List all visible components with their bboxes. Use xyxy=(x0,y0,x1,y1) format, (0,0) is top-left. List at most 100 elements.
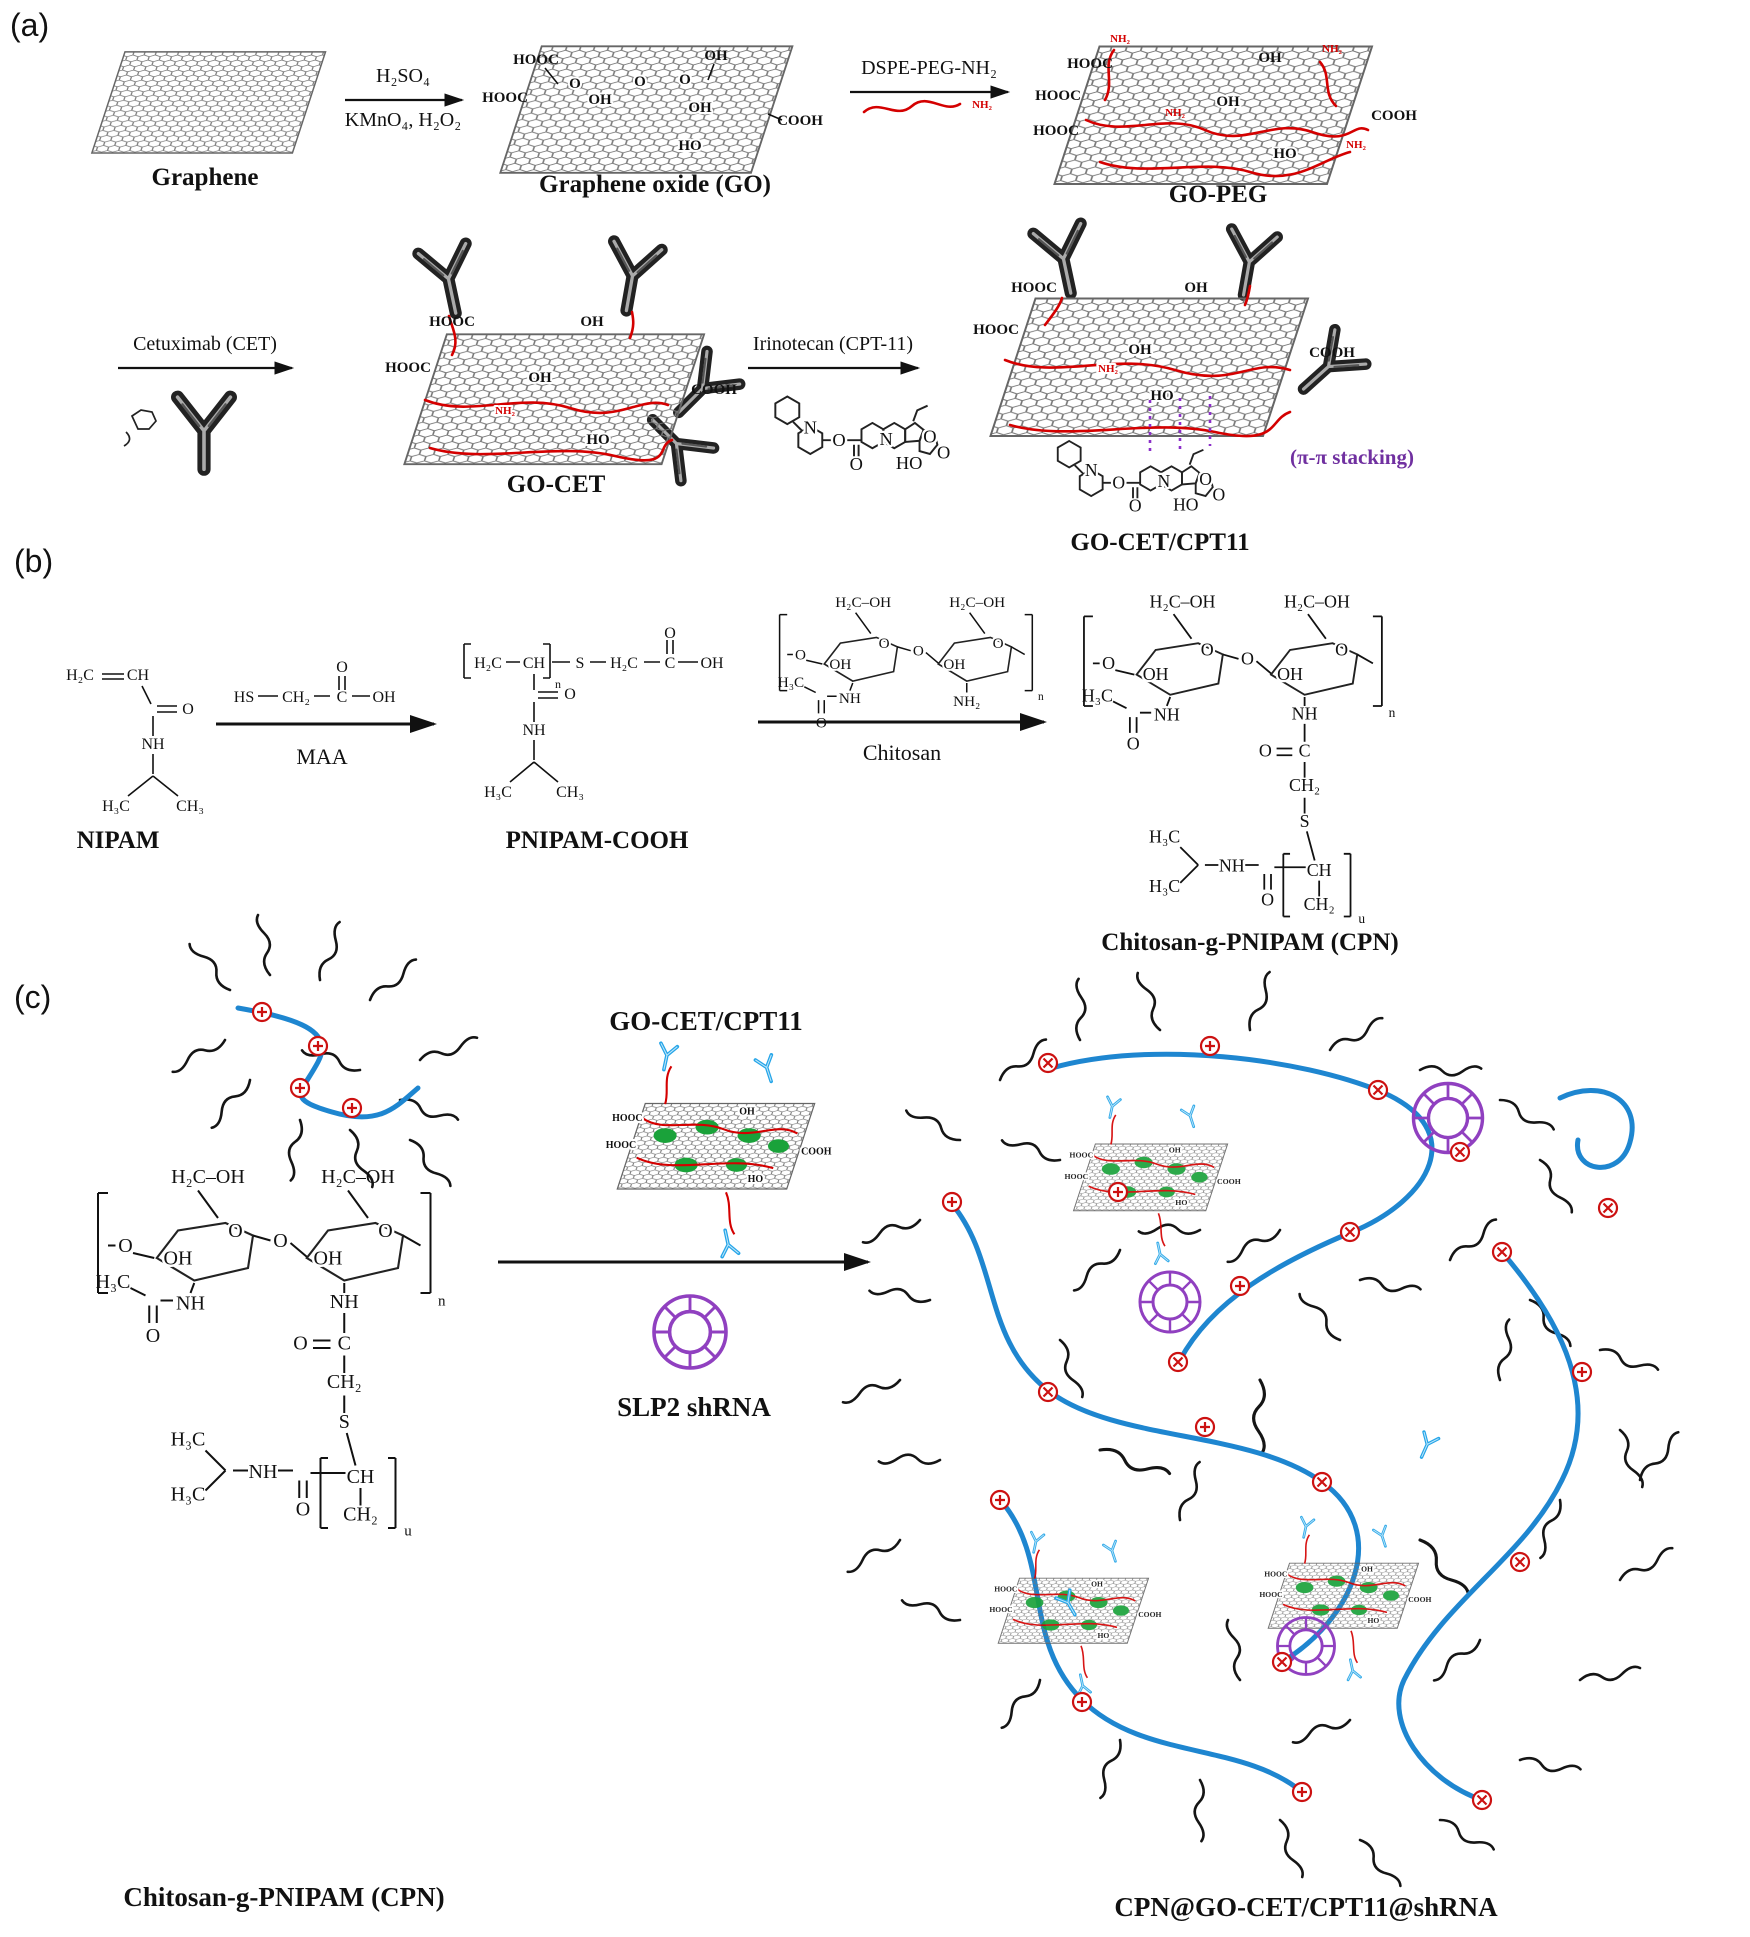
arrow3-reagent: Cetuximab (CET) xyxy=(133,333,277,355)
atom-c: C xyxy=(665,655,676,672)
group-hooc: HOOC xyxy=(973,322,1019,338)
cpn-structure-c xyxy=(96,1166,446,1540)
peg-reagent xyxy=(862,99,962,114)
cpn-cartoon xyxy=(167,913,481,1194)
graphene-label: Graphene xyxy=(152,164,259,191)
group-oh: OH xyxy=(704,48,728,64)
group-hooc: HOOC xyxy=(1035,88,1081,104)
antibody-blue-icon xyxy=(1412,1430,1441,1463)
peg-chains xyxy=(1003,284,1292,438)
atom-o: O xyxy=(816,715,827,732)
group-oh: OH xyxy=(528,370,552,386)
atom-nh: NH xyxy=(141,736,165,753)
chitosan-backbone-chains xyxy=(949,1051,1635,1803)
cetuximab-antibody-icon xyxy=(178,397,231,469)
panel-b-tag: (b) xyxy=(14,543,53,579)
nh2-label: NH₂ xyxy=(1110,33,1131,45)
pnipam-label: PNIPAM-COOH xyxy=(506,827,689,854)
group-ho: HO xyxy=(1150,388,1173,404)
group-oh: OH xyxy=(1258,50,1282,66)
arrow1-reagent-top: H₂SO₄ xyxy=(376,65,430,87)
maa-label: MAA xyxy=(296,744,347,769)
cpt11-structure xyxy=(775,397,950,475)
final-complex xyxy=(839,969,1688,1894)
group-o: O xyxy=(634,74,646,90)
gocet-cpt11-cartoon-label: GO-CET/CPT11 xyxy=(609,1006,803,1036)
atom-o: O xyxy=(664,625,676,642)
peg-nh2-label: NH₂ xyxy=(972,99,993,111)
nh2-label: NH₂ xyxy=(1346,139,1367,151)
atom-o: O xyxy=(336,659,348,676)
product-label: CPN@GO-CET/CPT11@shRNA xyxy=(1114,1892,1498,1922)
group-ho: HO xyxy=(586,432,609,448)
group-hooc: HOOC xyxy=(429,314,475,330)
group-hooc: HOOC xyxy=(482,90,528,106)
atom-ch3: CH₃ xyxy=(556,784,584,801)
glycan-doodle xyxy=(123,409,157,447)
chitosan-backbone-chain xyxy=(235,1005,421,1120)
shrna-label: SLP2 shRNA xyxy=(617,1392,771,1422)
pi-pi-stacking-label: (π-π stacking) xyxy=(1290,445,1414,469)
cpn-label-c: Chitosan-g-PNIPAM (CPN) xyxy=(123,1882,444,1912)
nh2-label: NH₂ xyxy=(1322,43,1343,55)
pnipam-structure: H₂C CH n S H₂C C O OH O NH H₃C CH₃ xyxy=(463,625,724,801)
panel-a-tag: (a) xyxy=(10,7,49,43)
go-structure: HOOC OH HOOC OH O O O OH COOH HO xyxy=(482,45,823,174)
atom-s: S xyxy=(576,655,585,672)
graphene-sheet xyxy=(91,51,327,154)
atom-ch2: CH₂ xyxy=(282,689,310,706)
atom-h3c: H₃C xyxy=(778,674,804,691)
group-cooh: COOH xyxy=(1371,108,1417,124)
go-label: Graphene oxide (GO) xyxy=(539,171,771,198)
group-cooh: COOH xyxy=(691,382,737,398)
atom-oh: OH xyxy=(372,689,396,706)
chitosan-structure: NH H₃C O NH₂ xyxy=(777,592,1046,732)
gocet-structure: HOOC OH HOOC OH COOH NH₂ HO xyxy=(385,241,740,480)
arrow4-reagent: Irinotecan (CPT-11) xyxy=(753,333,913,355)
gocet-cpt11-label: GO-CET/CPT11 xyxy=(1070,529,1249,556)
atom-nh2: NH₂ xyxy=(953,693,980,710)
atom-h2c: H₂C xyxy=(474,655,502,672)
atom-c: C xyxy=(337,689,348,706)
panel-a: (a) Graphene H₂SO₄ KMnO₄, H₂O₂ HOOC OH H… xyxy=(10,7,1417,556)
atom-oh: OH xyxy=(700,655,724,672)
atom-h2c: H₂C xyxy=(610,655,638,672)
nh2-label: NH₂ xyxy=(1165,107,1186,119)
peg-chains xyxy=(1084,48,1370,178)
gopeg-structure: NH₂ NH₂ NH₂ NH₂ HOOC HOOC HOOC OH OH COO… xyxy=(1033,33,1417,185)
atom-nh: NH xyxy=(522,722,546,739)
gopeg-label: GO-PEG xyxy=(1169,181,1268,208)
atom-ch3: CH₃ xyxy=(176,798,204,815)
group-hooc: HOOC xyxy=(1067,56,1113,72)
nh2-label: NH₂ xyxy=(1098,363,1119,375)
arrow1-reagent-bottom: KMnO₄, H₂O₂ xyxy=(345,109,461,131)
group-hooc: HOOC xyxy=(385,360,431,376)
maa-structure: HS CH₂ C O OH xyxy=(234,659,396,706)
group-oh: OH xyxy=(1216,94,1240,110)
atom-h3c: H₃C xyxy=(102,798,130,815)
atom-o: O xyxy=(182,701,194,718)
group-oh: OH xyxy=(588,92,612,108)
gocet-cpt11-structure: HOOC OH HOOC OH COOH NH₂ HO (π-π stackin… xyxy=(973,224,1414,516)
panel-b: (b) H₂C CH O NH H₃C CH₃ NIPAM HS CH₂ C O… xyxy=(14,543,1399,956)
gocet-cpt11-cartoon xyxy=(606,1043,832,1256)
arrow2-reagent: DSPE-PEG-NH₂ xyxy=(861,57,997,79)
atom-hs: HS xyxy=(234,689,254,706)
atom-o: O xyxy=(564,686,576,703)
group-cooh: COOH xyxy=(1309,345,1355,361)
group-o: O xyxy=(679,72,691,88)
pi-pi-stacking-dashes xyxy=(1148,396,1212,455)
atom-ch: CH xyxy=(127,667,150,684)
group-oh: OH xyxy=(1128,342,1152,358)
subscript-n: n xyxy=(555,677,561,691)
nipam-structure: H₂C CH O NH H₃C CH₃ xyxy=(66,667,204,815)
group-ho: HO xyxy=(1273,146,1296,162)
group-ho: HO xyxy=(678,138,701,154)
group-hooc: HOOC xyxy=(1011,280,1057,296)
chitosan-reagent-label: Chitosan xyxy=(863,740,941,765)
group-cooh: COOH xyxy=(777,113,823,129)
panel-c: (c) Chitosan-g-PNIPAM (CPN) GO-CET/CPT11 xyxy=(14,913,1688,1922)
shrna-plasmid-icon xyxy=(652,1294,728,1370)
